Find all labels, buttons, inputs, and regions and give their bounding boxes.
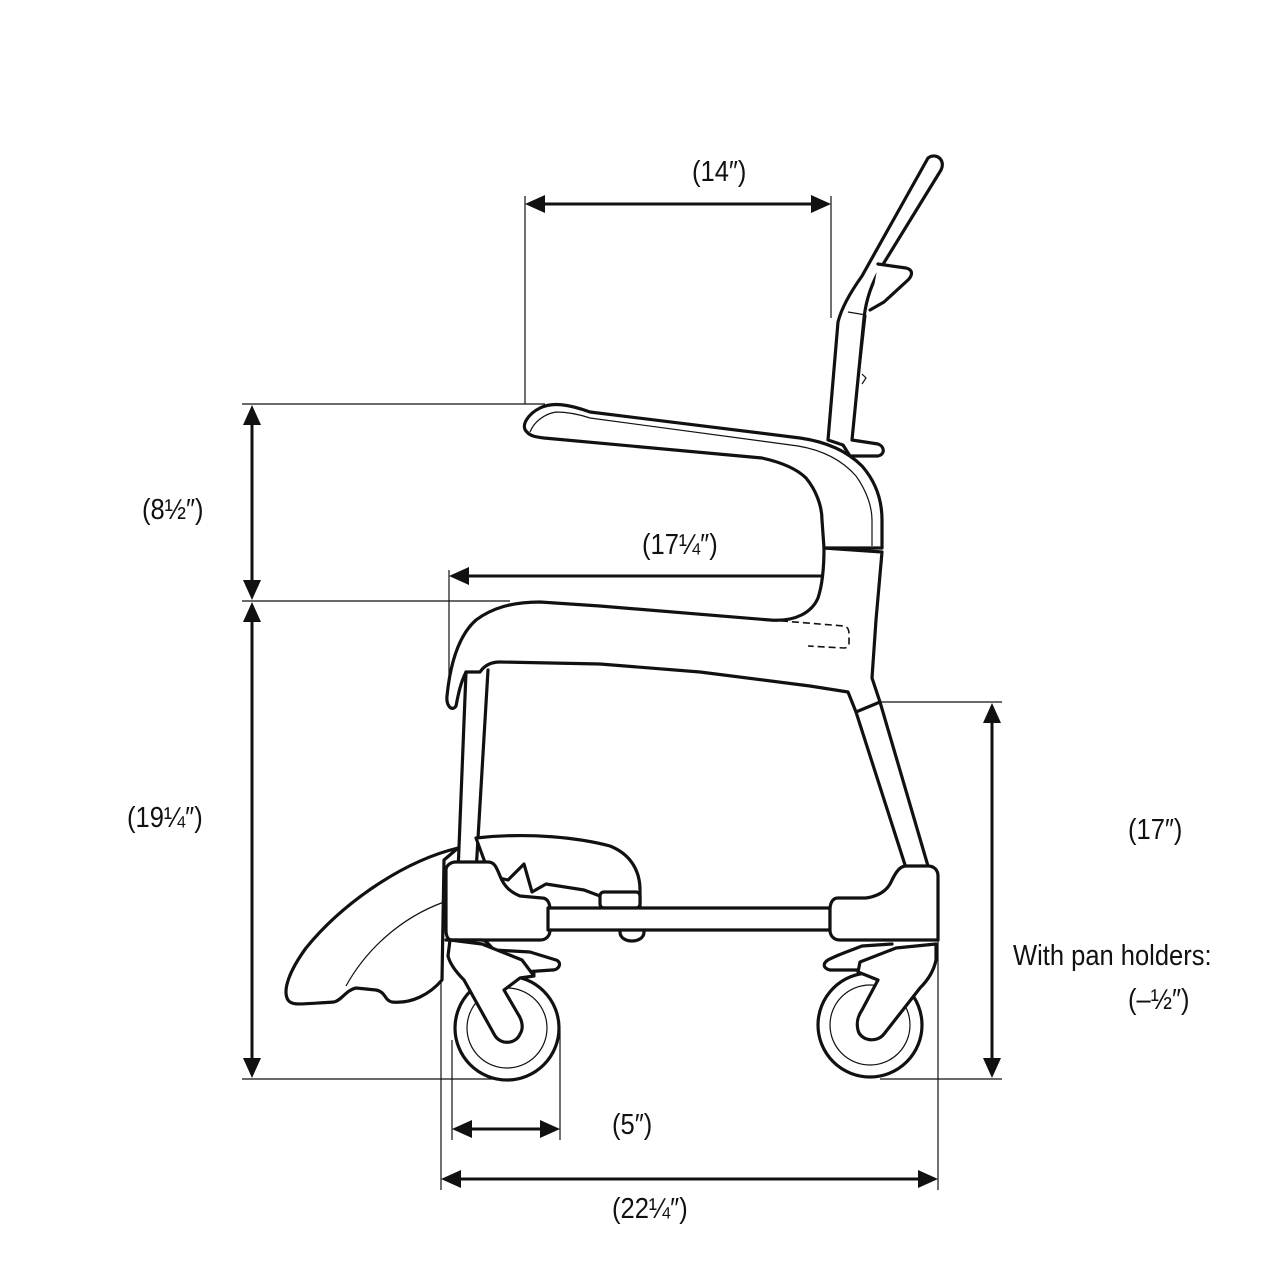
label-frame-clearance: (17″) (1128, 814, 1183, 846)
dimension-backrest-width (524, 195, 832, 404)
label-seat-depth: (17¼″) (642, 529, 718, 561)
dimension-frame-clearance (868, 701, 1002, 1080)
label-pan-holder-note: With pan holders: (1013, 940, 1212, 972)
backrest (826, 154, 944, 458)
rear-leg (854, 700, 930, 870)
dimension-caster-diameter (451, 1030, 561, 1140)
label-seat-height: (19¼″) (127, 802, 203, 834)
label-caster-diameter: (5″) (612, 1109, 653, 1141)
label-backrest-width: (14″) (692, 156, 747, 188)
seat (445, 546, 884, 714)
label-pan-holder-value: (–½″) (1128, 984, 1190, 1016)
chair-drawing (284, 154, 944, 1082)
label-armrest-height: (8½″) (142, 494, 204, 526)
front-wheel (446, 938, 561, 1082)
dimension-seat-height (242, 602, 515, 1080)
rear-caster-housing (822, 864, 940, 972)
splash-guard (284, 833, 646, 1006)
rear-wheel (816, 942, 938, 1079)
label-overall-length: (22¼″) (612, 1193, 688, 1225)
cross-bar (546, 906, 832, 932)
dimension-armrest-height (242, 403, 545, 602)
